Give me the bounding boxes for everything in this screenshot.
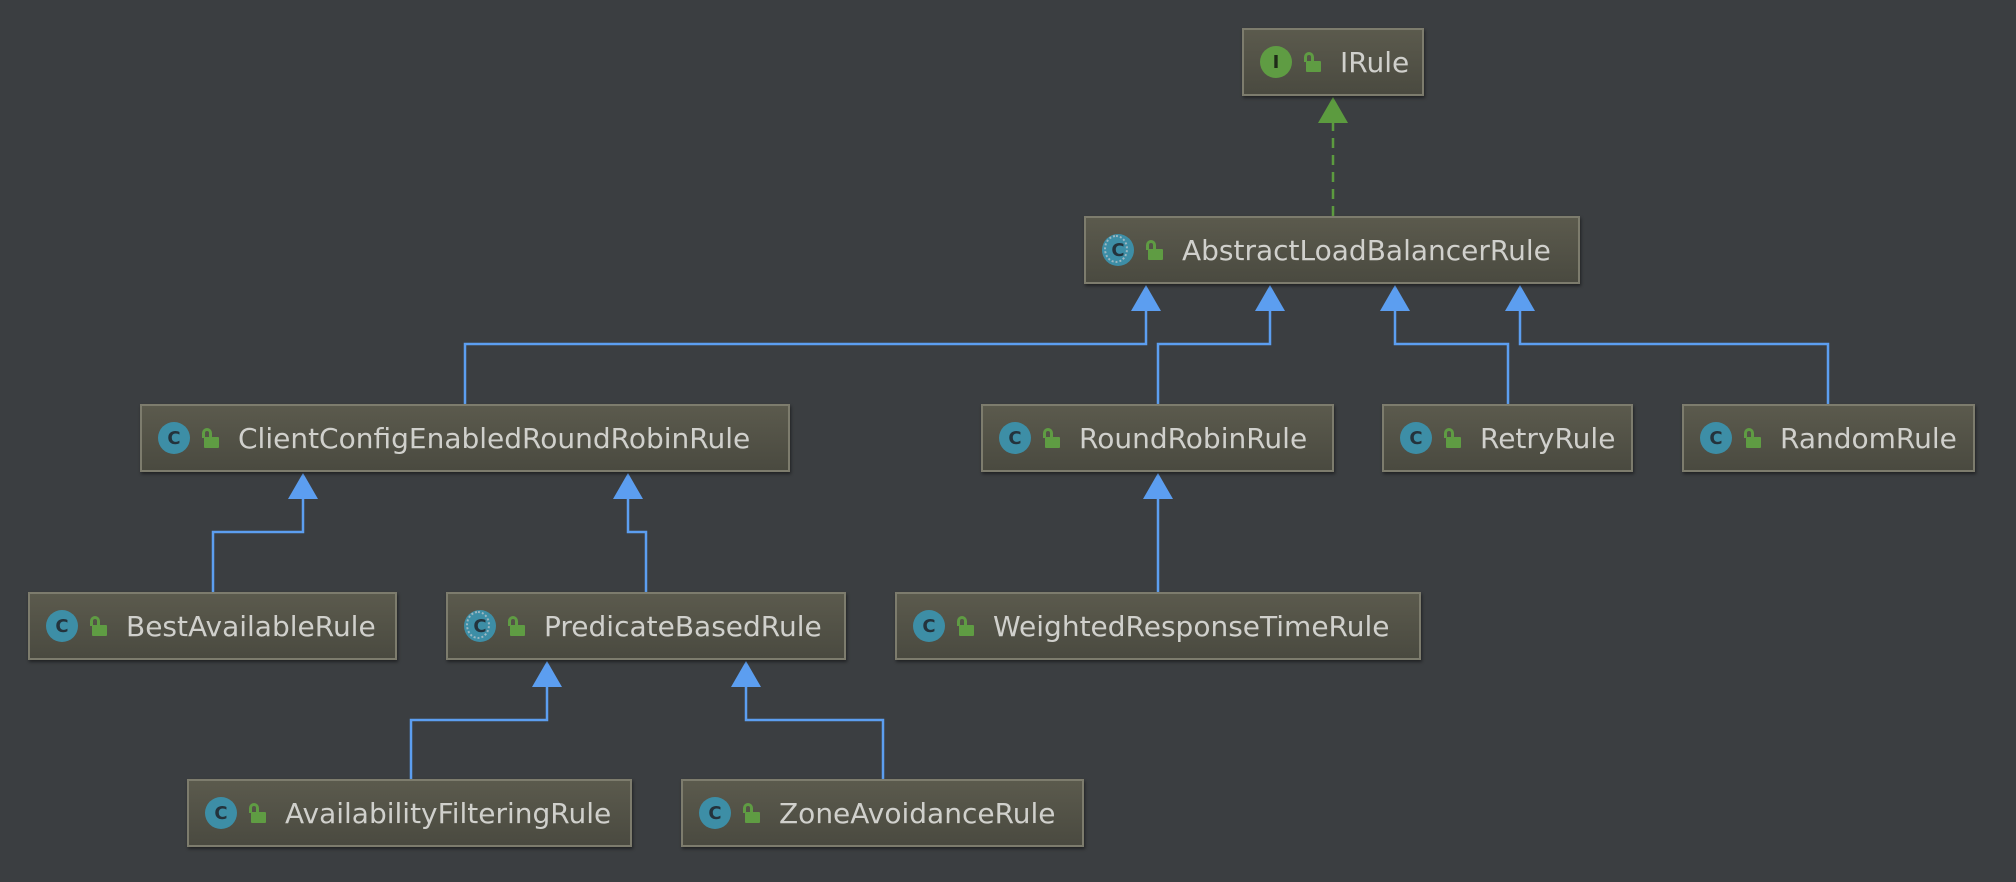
arrowhead-extends-PredicateBasedRule <box>613 473 643 499</box>
arrowhead-extends-ZoneAvoidanceRule <box>731 661 761 687</box>
arrowhead-extends-RetryRule <box>1380 285 1410 311</box>
class-node-ZoneAvoidanceRule[interactable]: C ZoneAvoidanceRule <box>681 779 1084 847</box>
edge-extends-RetryRule <box>1393 311 1510 404</box>
class-name-label: RandomRule <box>1780 421 1957 455</box>
public-access-lock-icon <box>1442 428 1462 448</box>
edge-extends-ZoneAvoidanceRule <box>744 687 885 779</box>
public-access-lock-icon <box>506 616 526 636</box>
class-node-ClientConfigEnabledRoundRobinRule[interactable]: C ClientConfigEnabledRoundRobinRule <box>140 404 790 472</box>
class-name-label: PredicateBasedRule <box>544 609 822 643</box>
public-access-lock-icon <box>1302 52 1322 72</box>
arrowhead-extends-RoundRobinRule <box>1255 285 1285 311</box>
class-node-RoundRobinRule[interactable]: C RoundRobinRule <box>981 404 1334 472</box>
class-icon: C <box>205 797 237 829</box>
public-access-lock-icon <box>1742 428 1762 448</box>
class-node-RandomRule[interactable]: C RandomRule <box>1682 404 1975 472</box>
arrowhead-extends-WeightedResponseTimeRule <box>1143 473 1173 499</box>
class-icon: C <box>46 610 78 642</box>
public-access-lock-icon <box>247 803 267 823</box>
class-icon: C <box>699 797 731 829</box>
public-access-lock-icon <box>1041 428 1061 448</box>
edge-extends-ClientConfigEnabledRoundRobinRule <box>463 311 1148 404</box>
abstract-class-icon: C <box>464 610 496 642</box>
public-access-lock-icon <box>88 616 108 636</box>
class-icon: C <box>999 422 1031 454</box>
class-node-PredicateBasedRule[interactable]: C PredicateBasedRule <box>446 592 846 660</box>
class-node-AvailabilityFilteringRule[interactable]: C AvailabilityFilteringRule <box>187 779 632 847</box>
public-access-lock-icon <box>1144 240 1164 260</box>
class-node-WeightedResponseTimeRule[interactable]: C WeightedResponseTimeRule <box>895 592 1421 660</box>
class-name-label: WeightedResponseTimeRule <box>993 609 1390 643</box>
class-name-label: AvailabilityFilteringRule <box>285 796 612 830</box>
class-icon: C <box>1400 422 1432 454</box>
class-name-label: ZoneAvoidanceRule <box>779 796 1056 830</box>
class-icon: C <box>1700 422 1732 454</box>
class-icon: C <box>913 610 945 642</box>
class-name-label: ClientConfigEnabledRoundRobinRule <box>238 421 751 455</box>
class-name-label: RetryRule <box>1480 421 1616 455</box>
class-name-label: BestAvailableRule <box>126 609 376 643</box>
edge-extends-AvailabilityFilteringRule <box>409 687 549 779</box>
edge-extends-BestAvailableRule <box>211 499 305 592</box>
edge-extends-RandomRule <box>1518 311 1830 404</box>
edge-extends-PredicateBasedRule <box>626 499 648 592</box>
edge-extends-RoundRobinRule <box>1156 311 1272 404</box>
class-icon: C <box>158 422 190 454</box>
arrowhead-extends-RandomRule <box>1505 285 1535 311</box>
abstract-class-icon: C <box>1102 234 1134 266</box>
class-node-RetryRule[interactable]: C RetryRule <box>1382 404 1633 472</box>
class-name-label: RoundRobinRule <box>1079 421 1308 455</box>
arrowhead-implements-AbstractLoadBalancerRule <box>1318 97 1348 123</box>
class-name-label: IRule <box>1340 45 1410 79</box>
interface-icon: I <box>1260 46 1292 78</box>
arrowhead-extends-AvailabilityFilteringRule <box>532 661 562 687</box>
public-access-lock-icon <box>200 428 220 448</box>
arrowhead-extends-ClientConfigEnabledRoundRobinRule <box>1131 285 1161 311</box>
class-node-IRule[interactable]: I IRule <box>1242 28 1424 96</box>
arrowhead-extends-BestAvailableRule <box>288 473 318 499</box>
public-access-lock-icon <box>955 616 975 636</box>
class-node-AbstractLoadBalancerRule[interactable]: C AbstractLoadBalancerRule <box>1084 216 1580 284</box>
class-name-label: AbstractLoadBalancerRule <box>1182 233 1551 267</box>
class-node-BestAvailableRule[interactable]: C BestAvailableRule <box>28 592 397 660</box>
public-access-lock-icon <box>741 803 761 823</box>
